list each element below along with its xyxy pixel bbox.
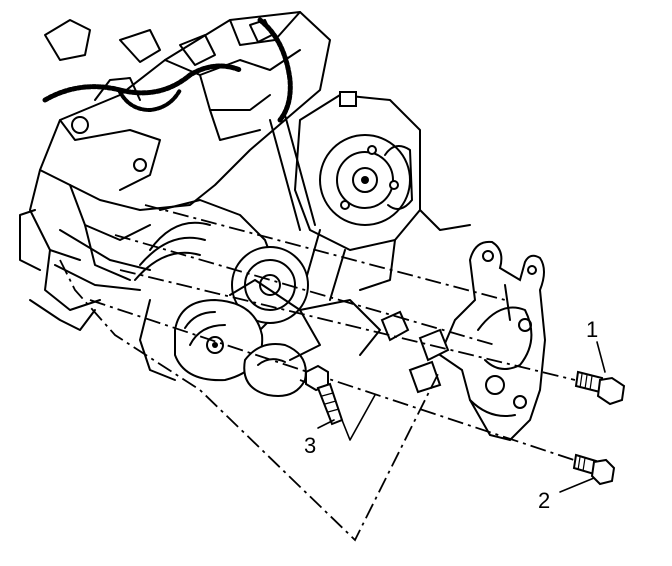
wiring-harness <box>42 17 293 123</box>
bolt-1 <box>574 370 626 406</box>
callout-3: 3 <box>304 433 316 458</box>
callout-2: 2 <box>538 488 550 513</box>
bracket-clips <box>380 310 450 394</box>
crank-pulley <box>134 199 309 351</box>
bolt-2 <box>572 453 616 486</box>
ac-bracket <box>438 240 547 442</box>
bolt-3 <box>305 364 344 426</box>
engine-block <box>19 11 331 331</box>
ac-compressor <box>294 91 471 291</box>
leader-lines <box>317 341 606 493</box>
callout-1: 1 <box>586 317 598 342</box>
